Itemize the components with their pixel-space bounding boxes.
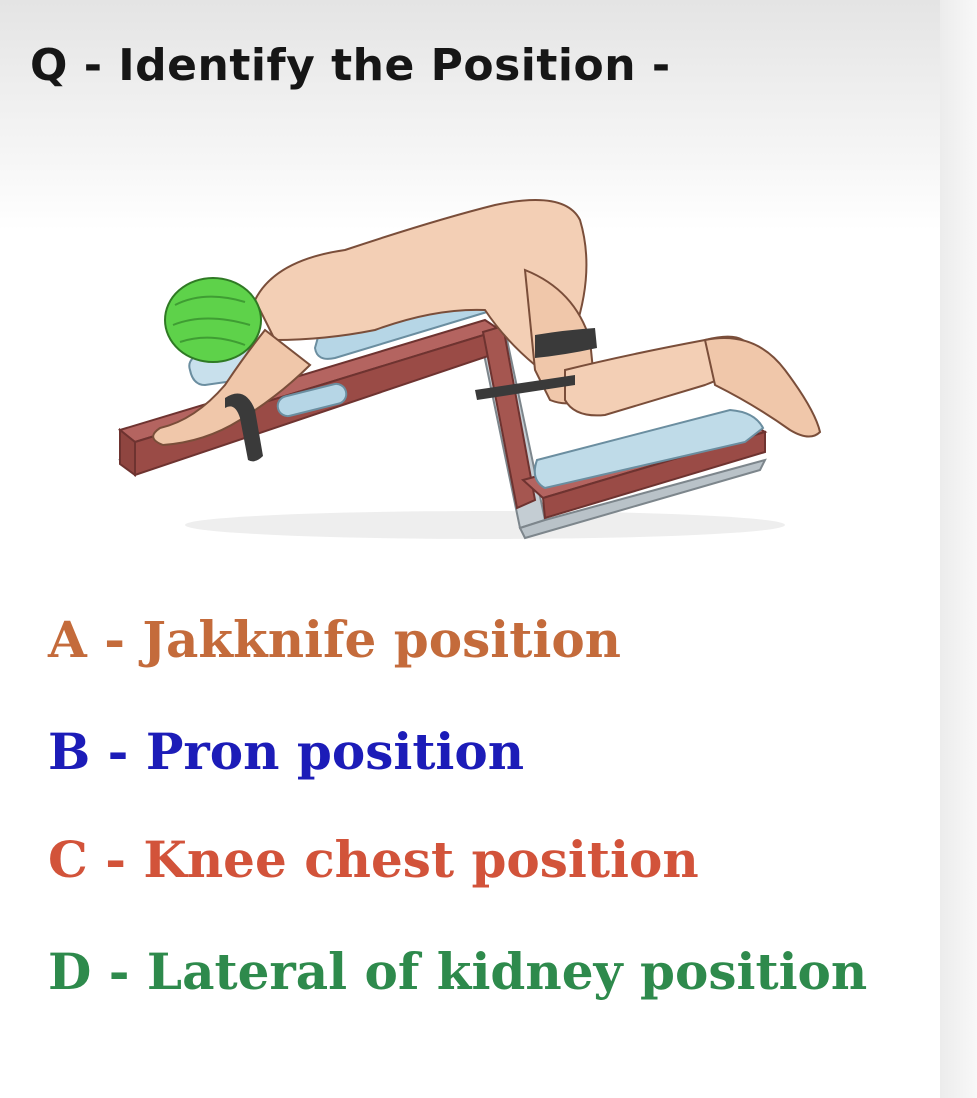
shadow bbox=[185, 511, 785, 539]
knee-chest-position-illustration bbox=[105, 180, 835, 554]
table-top-vertical bbox=[481, 324, 537, 510]
page-edge bbox=[940, 0, 977, 1098]
patient-body bbox=[152, 199, 822, 447]
option-a[interactable]: A - Jakknife position bbox=[48, 610, 622, 669]
option-d[interactable]: D - Lateral of kidney position bbox=[48, 942, 868, 1001]
straps bbox=[225, 328, 597, 462]
patient-illustration-svg bbox=[117, 199, 822, 540]
option-c[interactable]: C - Knee chest position bbox=[48, 830, 699, 889]
question-title: Q - Identify the Position - bbox=[30, 40, 671, 91]
patient-head bbox=[164, 277, 262, 363]
option-b[interactable]: B - Pron position bbox=[48, 722, 525, 781]
surgical-cap bbox=[164, 277, 262, 363]
